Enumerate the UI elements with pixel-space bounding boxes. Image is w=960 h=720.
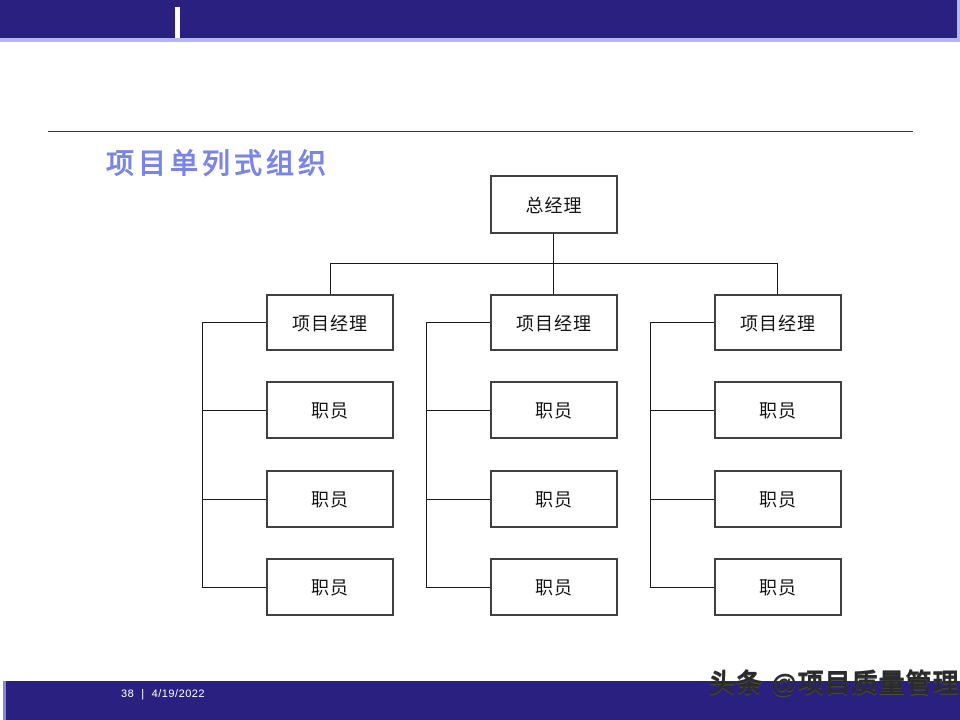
org-box-staff: 职员	[266, 558, 394, 616]
org-box-project-manager: 项目经理	[490, 294, 618, 351]
connector-branch	[650, 499, 714, 500]
text-cursor-mark	[175, 7, 180, 38]
connector-branch	[426, 410, 490, 411]
connector-branch	[202, 322, 266, 323]
connector-branch	[202, 587, 266, 588]
title-divider	[48, 131, 913, 132]
org-box-staff: 职员	[714, 381, 842, 439]
toutiao-watermark: 头条 @项目质量管理	[709, 668, 960, 698]
footer-separator: |	[141, 688, 145, 700]
footer-page-info: 38 | 4/19/2022	[121, 688, 205, 700]
connector-branch	[426, 322, 490, 323]
header-bar	[0, 0, 960, 42]
connector-drop-col1	[553, 263, 554, 294]
connector-spine	[650, 322, 651, 587]
org-box-staff: 职员	[714, 558, 842, 616]
footer-bar: 38 | 4/19/2022	[3, 681, 960, 720]
slide-title: 项目单列式组织	[106, 148, 331, 179]
org-box-project-manager: 项目经理	[714, 294, 842, 351]
connector-root-cross	[330, 263, 778, 264]
org-box-staff: 职员	[714, 470, 842, 528]
connector-spine	[202, 322, 203, 587]
org-box-staff: 职员	[490, 470, 618, 528]
connector-branch	[202, 410, 266, 411]
org-box-general-manager: 总经理	[490, 175, 618, 234]
connector-branch	[202, 499, 266, 500]
connector-drop-col2	[777, 263, 778, 294]
connector-branch	[426, 499, 490, 500]
connector-drop-col0	[330, 263, 331, 294]
org-box-project-manager: 项目经理	[266, 294, 394, 351]
connector-root-drop	[553, 234, 554, 263]
footer-date: 4/19/2022	[151, 688, 206, 700]
connector-branch	[650, 587, 714, 588]
connector-spine	[426, 322, 427, 587]
org-box-staff: 职员	[490, 558, 618, 616]
org-box-staff: 职员	[266, 470, 394, 528]
org-box-staff: 职员	[266, 381, 394, 439]
org-box-staff: 职员	[490, 381, 618, 439]
connector-branch	[426, 587, 490, 588]
connector-branch	[650, 322, 714, 323]
connector-branch	[650, 410, 714, 411]
page-number: 38	[121, 688, 135, 700]
